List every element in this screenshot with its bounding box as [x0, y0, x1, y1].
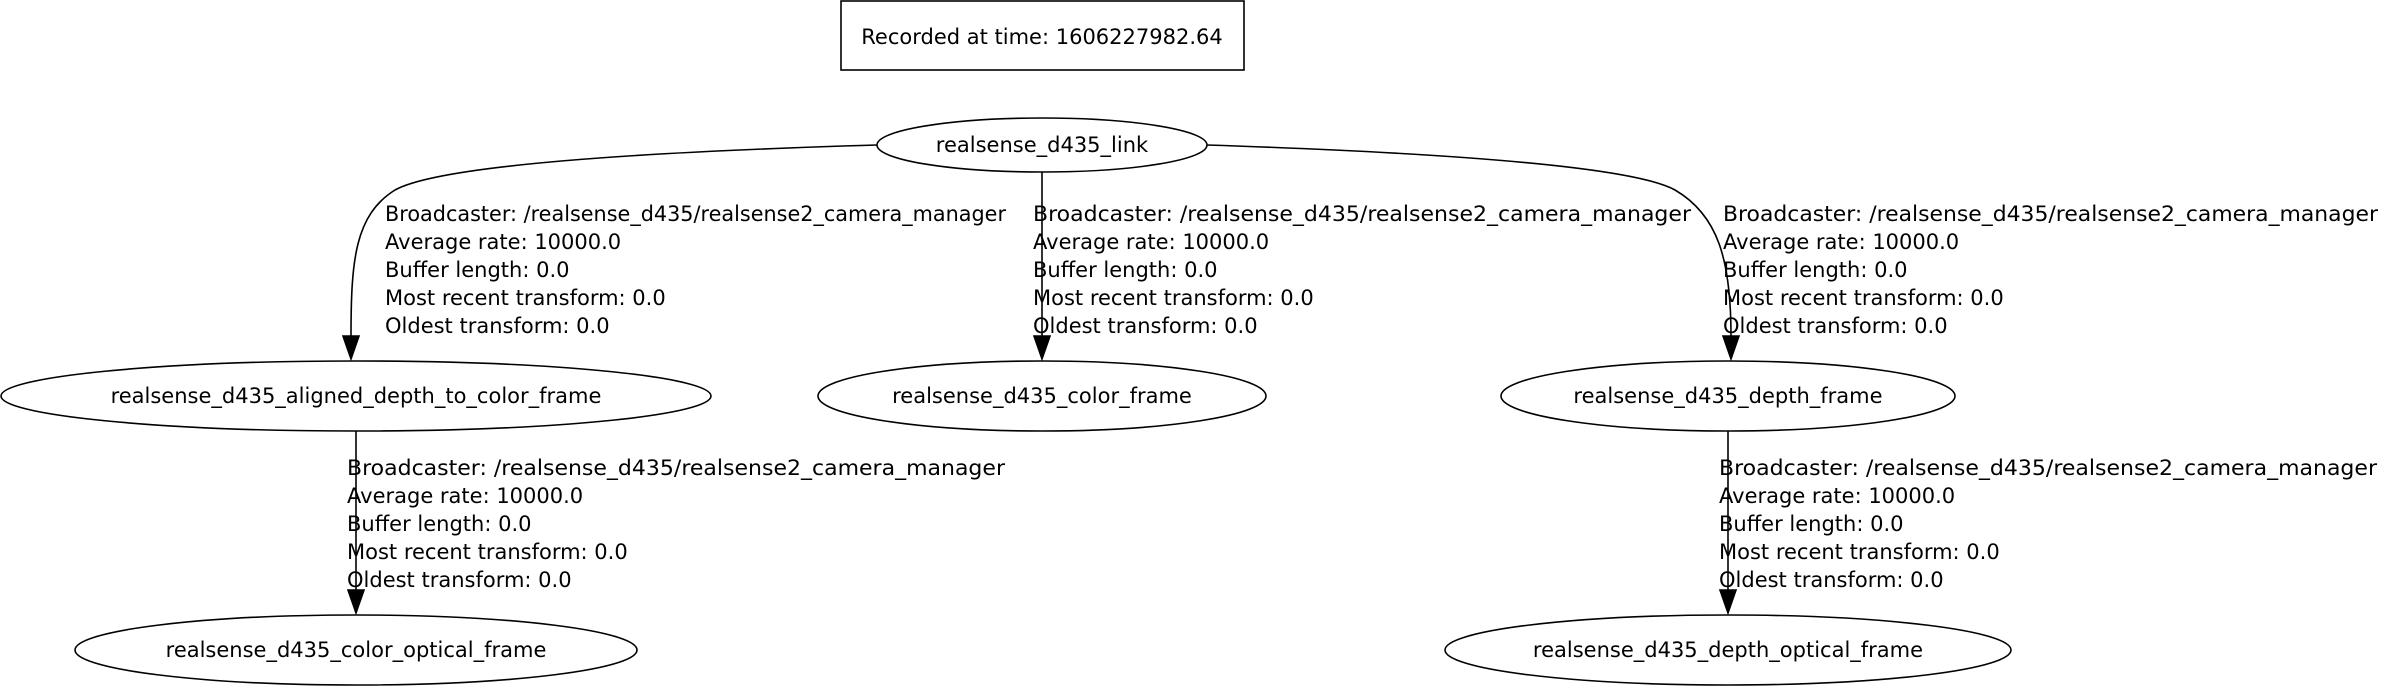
- node-color-optical-frame[interactable]: realsense_d435_color_optical_frame: [74, 614, 638, 686]
- broadcaster-text: Broadcaster: /realsense_d435/realsense2_…: [347, 456, 1005, 481]
- node-ellipse: [1444, 614, 2012, 686]
- buffer-length-text: Buffer length: 0.0: [1033, 258, 1218, 282]
- node-depth-frame[interactable]: realsense_d435_depth_frame: [1500, 360, 1956, 432]
- oldest-transform-text: Oldest transform: 0.0: [1723, 314, 1948, 338]
- most-recent-transform-text: Most recent transform: 0.0: [347, 540, 628, 564]
- edge-label-link-color: Broadcaster: /realsense_d435/realsense2_…: [1033, 202, 1691, 338]
- most-recent-transform-text: Most recent transform: 0.0: [385, 286, 666, 310]
- node-label: realsense_d435_color_frame: [892, 384, 1192, 409]
- buffer-length-text: Buffer length: 0.0: [1723, 258, 1908, 282]
- broadcaster-text: Broadcaster: /realsense_d435/realsense2_…: [385, 202, 1006, 227]
- oldest-transform-text: Oldest transform: 0.0: [1033, 314, 1258, 338]
- recorded-time-box: Recorded at time: 1606227982.64: [840, 0, 1245, 71]
- oldest-transform-text: Oldest transform: 0.0: [347, 568, 572, 592]
- node-ellipse: [1500, 360, 1956, 432]
- arrowhead: [341, 335, 361, 362]
- broadcaster-text: Broadcaster: /realsense_d435/realsense2_…: [1033, 202, 1691, 227]
- average-rate-text: Average rate: 10000.0: [1033, 230, 1269, 254]
- node-label: realsense_d435_link: [936, 133, 1149, 158]
- node-color-frame[interactable]: realsense_d435_color_frame: [817, 360, 1267, 432]
- edge-label-link-depth: Broadcaster: /realsense_d435/realsense2_…: [1723, 202, 2378, 338]
- oldest-transform-text: Oldest transform: 0.0: [385, 314, 610, 338]
- edge-label-link-aligned: Broadcaster: /realsense_d435/realsense2_…: [385, 202, 1006, 338]
- edge-line: [350, 144, 878, 337]
- edge-aligned-to-color-optical: [346, 431, 366, 616]
- most-recent-transform-text: Most recent transform: 0.0: [1719, 540, 2000, 564]
- node-label: realsense_d435_depth_optical_frame: [1533, 638, 1923, 663]
- average-rate-text: Average rate: 10000.0: [385, 230, 621, 254]
- buffer-length-text: Buffer length: 0.0: [347, 512, 532, 536]
- node-aligned-depth-to-color-frame[interactable]: realsense_d435_aligned_depth_to_color_fr…: [0, 360, 712, 432]
- oldest-transform-text: Oldest transform: 0.0: [1719, 568, 1944, 592]
- node-ellipse: [0, 360, 712, 432]
- node-label: realsense_d435_depth_frame: [1573, 384, 1882, 409]
- node-ellipse: [817, 360, 1267, 432]
- node-label: realsense_d435_aligned_depth_to_color_fr…: [111, 384, 602, 409]
- edge-depth-to-depth-optical: [1718, 431, 1738, 616]
- node-ellipse: [74, 614, 638, 686]
- edge-label-depth-depth-optical: Broadcaster: /realsense_d435/realsense2_…: [1719, 456, 2377, 592]
- average-rate-text: Average rate: 10000.0: [347, 484, 583, 508]
- edge-link-to-aligned: [341, 144, 878, 362]
- arrowhead: [346, 589, 366, 616]
- most-recent-transform-text: Most recent transform: 0.0: [1033, 286, 1314, 310]
- edge-link-to-depth: [1206, 144, 1741, 362]
- buffer-length-text: Buffer length: 0.0: [385, 258, 570, 282]
- buffer-length-text: Buffer length: 0.0: [1719, 512, 1904, 536]
- edge-line: [1206, 144, 1732, 337]
- arrowhead: [1718, 589, 1738, 616]
- node-depth-optical-frame[interactable]: realsense_d435_depth_optical_frame: [1444, 614, 2012, 686]
- edge-label-aligned-color-optical: Broadcaster: /realsense_d435/realsense2_…: [347, 456, 1005, 592]
- arrowhead: [1721, 335, 1741, 362]
- recorded-time-label: Recorded at time: 1606227982.64: [861, 25, 1222, 49]
- edge-link-to-color: [1032, 172, 1052, 362]
- average-rate-text: Average rate: 10000.0: [1719, 484, 1955, 508]
- arrowhead: [1032, 335, 1052, 362]
- broadcaster-text: Broadcaster: /realsense_d435/realsense2_…: [1719, 456, 2377, 481]
- node-label: realsense_d435_color_optical_frame: [166, 638, 547, 663]
- average-rate-text: Average rate: 10000.0: [1723, 230, 1959, 254]
- node-ellipse: [876, 117, 1208, 173]
- node-realsense-d435-link[interactable]: realsense_d435_link: [876, 117, 1208, 173]
- recorded-time-frame: [840, 0, 1245, 71]
- most-recent-transform-text: Most recent transform: 0.0: [1723, 286, 2004, 310]
- broadcaster-text: Broadcaster: /realsense_d435/realsense2_…: [1723, 202, 2378, 227]
